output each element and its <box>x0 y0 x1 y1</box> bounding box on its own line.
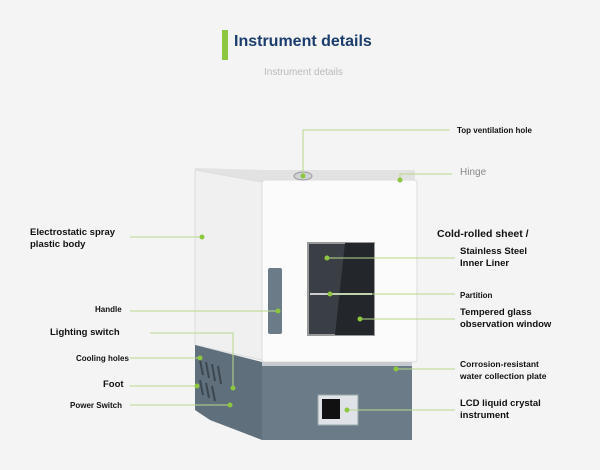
label-electrostatic-spray: Electrostatic spray plastic body <box>30 227 115 251</box>
label-cold-rolled-sheet: Cold-rolled sheet / <box>437 228 529 240</box>
label-hinge: Hinge <box>460 167 487 178</box>
label-partition: Partition <box>460 291 493 300</box>
label-handle: Handle <box>95 305 122 314</box>
label-line: observation window <box>460 319 552 330</box>
label-top-ventilation-hole: Top ventilation hole <box>457 126 532 135</box>
title-accent-bar <box>222 30 228 60</box>
label-line: Electrostatic spray <box>30 227 116 238</box>
label-power-switch: Power Switch <box>70 401 123 410</box>
label-inner-liner: Stainless Steel Inner Liner <box>460 246 527 270</box>
label-line: water collection plate <box>460 371 547 381</box>
label-lighting-switch: Lighting switch <box>50 327 120 338</box>
label-line: Stainless Steel <box>460 246 528 257</box>
label-line: instrument <box>460 410 510 421</box>
label-line: Tempered glass <box>460 307 532 318</box>
label-water-collection-plate: Corrosion-resistant water collection pla… <box>460 358 546 382</box>
label-tempered-glass: Tempered glass observation window <box>460 307 551 331</box>
label-cooling-holes: Cooling holes <box>76 354 129 363</box>
label-lcd-instrument: LCD liquid crystal instrument <box>460 398 541 422</box>
page-subtitle: Instrument details <box>264 67 343 78</box>
label-line: plastic body <box>30 239 86 250</box>
callout-dots <box>194 173 403 413</box>
label-line: LCD liquid crystal <box>460 398 541 409</box>
cooling-vents <box>199 359 222 402</box>
label-line: Inner Liner <box>460 258 510 269</box>
page-title: Instrument details <box>234 33 372 50</box>
label-foot: Foot <box>103 379 124 390</box>
label-line: Corrosion-resistant <box>460 359 539 369</box>
